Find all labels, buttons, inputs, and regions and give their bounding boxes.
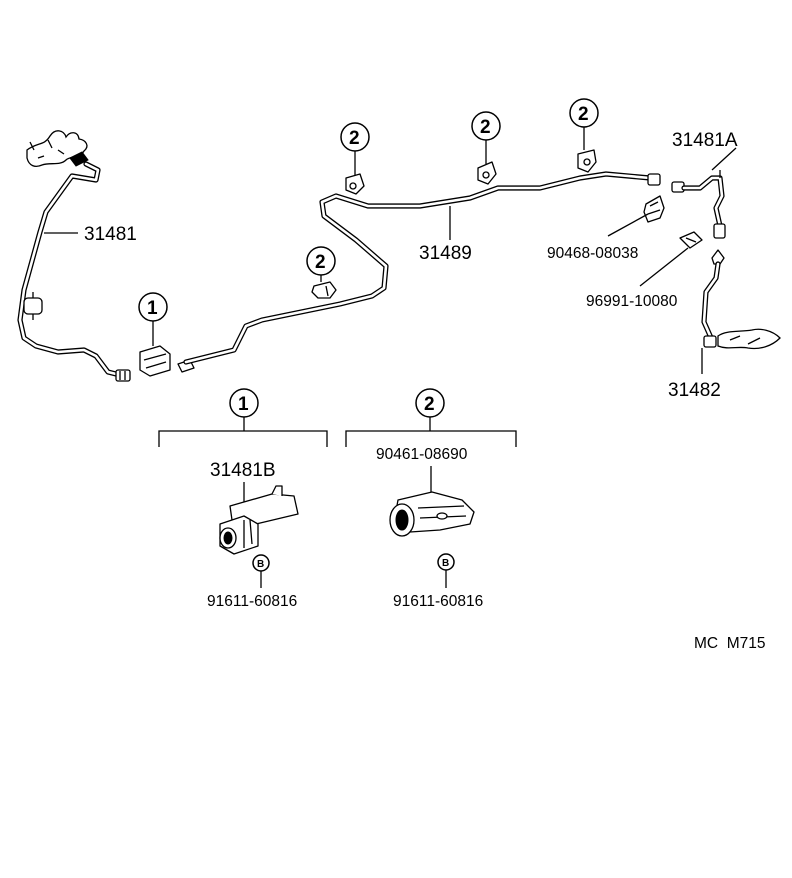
- ref-2-callout: 2: [349, 128, 360, 149]
- label-91611-60816-a: 91611-60816: [207, 593, 297, 610]
- label-31481: 31481: [84, 224, 137, 245]
- clip-96991-10080: 96991-10080: [586, 231, 703, 310]
- bolt-b-mark: B: [257, 559, 264, 570]
- ref-1-callout: 1: [147, 298, 158, 319]
- pipe-31489: 31489: [183, 171, 661, 365]
- clamp-2-c: 2: [569, 98, 599, 173]
- pipe-31482: 31482: [668, 249, 781, 401]
- label-96991-10080: 96991-10080: [586, 293, 678, 310]
- label-90461-08690: 90461-08690: [376, 446, 468, 463]
- detail-1: 1 31481B B 91611-60816: [158, 388, 328, 610]
- label-90468-08038: 90468-08038: [547, 245, 638, 262]
- clamp-2-b: 2: [471, 111, 501, 185]
- label-31481B: 31481B: [210, 460, 276, 481]
- ref-2-callout: 2: [424, 394, 435, 415]
- ref-2-callout: 2: [480, 117, 491, 138]
- label-31489: 31489: [419, 243, 472, 264]
- clamp-2-a: 2: [340, 122, 370, 195]
- detail-2: 2 90461-08690 B 91611-60816: [345, 388, 517, 610]
- diagram-code: MC M715: [694, 635, 766, 652]
- clamp-90468-08038: 90468-08038: [547, 195, 665, 262]
- ref-2-callout: 2: [315, 252, 326, 273]
- pipe-31481: 31481: [17, 130, 137, 382]
- pipe-31481A: 31481A: [671, 130, 738, 239]
- label-31482: 31482: [668, 380, 721, 401]
- clamp-1-installed: 1: [138, 292, 195, 377]
- clamp-2-d: 2: [306, 246, 337, 299]
- ref-2-callout: 2: [578, 104, 589, 125]
- ref-1-callout: 1: [238, 394, 249, 415]
- bolt-b-mark: B: [442, 558, 449, 569]
- label-31481A: 31481A: [672, 130, 738, 151]
- label-91611-60816-b: 91611-60816: [393, 593, 483, 610]
